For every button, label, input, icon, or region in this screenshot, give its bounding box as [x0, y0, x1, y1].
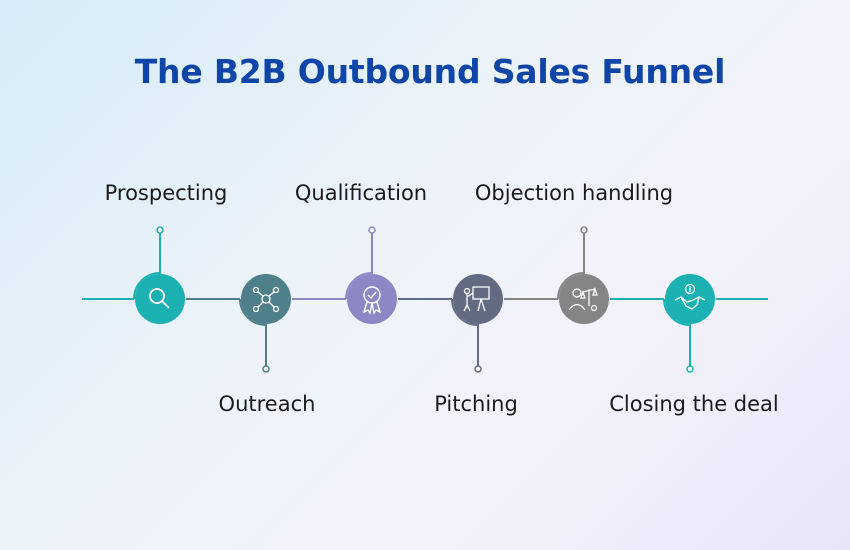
step-circle: [347, 274, 397, 324]
connector-line: [557, 230, 585, 300]
connector-line: [451, 298, 479, 369]
connector-line: [663, 298, 691, 369]
step-outreach: [186, 274, 291, 373]
step-objection-handling: [504, 226, 609, 324]
step-label-outreach: Outreach: [218, 392, 316, 416]
person-scale-icon: [568, 286, 598, 312]
step-qualification: [292, 226, 397, 324]
connector-line: [133, 230, 161, 300]
connector-line: [239, 298, 267, 369]
connector-dot: [262, 365, 270, 373]
step-circle: [665, 274, 715, 324]
network-people-icon: [252, 286, 280, 313]
connector-dot: [580, 226, 588, 234]
connector-dot: [686, 365, 694, 373]
connector-dot: [156, 226, 164, 234]
step-label-objection-handling: Objection handling: [474, 181, 674, 205]
award-badge-icon: [362, 286, 382, 315]
step-prospecting: [82, 226, 185, 324]
step-circle: [241, 274, 291, 324]
diagram-title: The B2B Outbound Sales Funnel: [134, 52, 726, 91]
step-pitching: [398, 274, 503, 373]
step-label-pitching: Pitching: [434, 392, 518, 416]
connector-dot: [368, 226, 376, 234]
step-label-qualification: Qualification: [294, 181, 428, 205]
step-closing-the-deal: [610, 274, 768, 373]
step-circle: [559, 274, 609, 324]
magnifier-icon: [149, 288, 170, 309]
connector-line: [345, 230, 373, 300]
step-label-closing-the-deal: Closing the deal: [609, 392, 779, 416]
connector-dot: [474, 365, 482, 373]
presentation-icon: [463, 286, 490, 312]
step-circle: [135, 274, 185, 324]
step-label-prospecting: Prospecting: [104, 181, 228, 205]
handshake-dollar-icon: [674, 283, 706, 310]
